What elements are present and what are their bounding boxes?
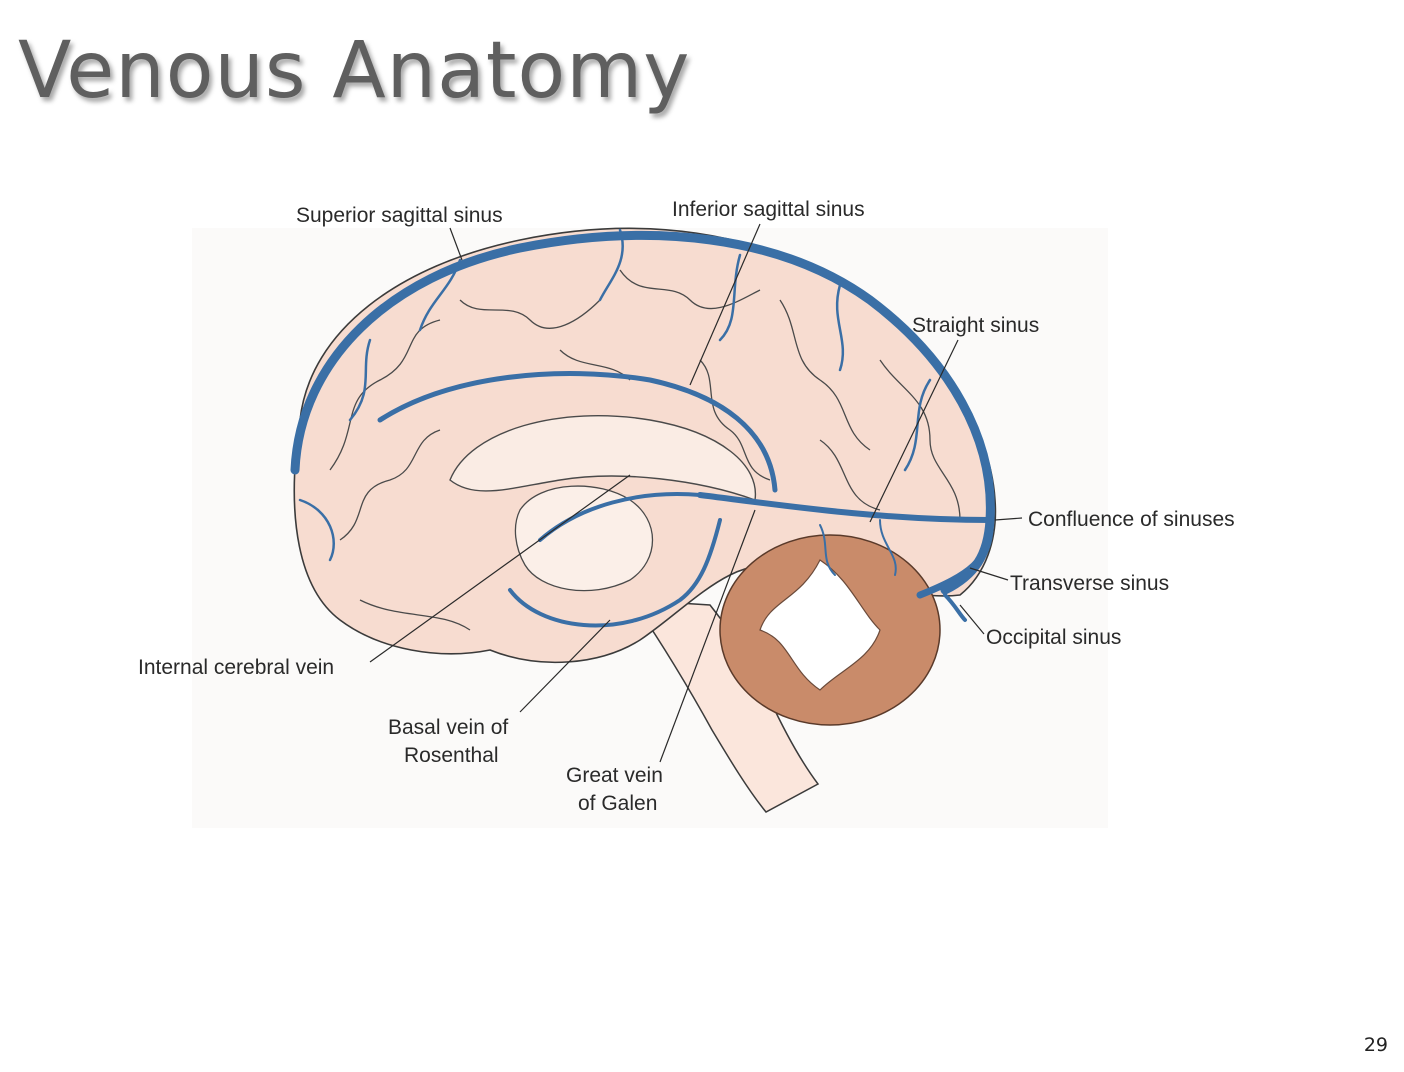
transverse-sinus-vessel [916,521,994,599]
label-great-vein-line2: of Galen [578,792,657,815]
label-transverse-sinus: Transverse sinus [1010,572,1169,595]
slide-title: Venous Anatomy [18,26,691,116]
gyri-folds [329,269,961,631]
label-confluence-of-sinuses: Confluence of sinuses [1028,508,1235,531]
thalamus [514,485,653,592]
label-straight-sinus: Straight sinus [912,314,1039,337]
slide-number: 29 [1363,1034,1388,1056]
label-occipital-sinus: Occipital sinus [986,626,1121,649]
label-internal-cerebral-vein: Internal cerebral vein [138,656,334,679]
arbor-vitae [759,559,881,691]
venous-sinuses [290,228,995,628]
label-basal-vein-line2: Rosenthal [404,744,499,767]
label-inferior-sagittal-sinus: Inferior sagittal sinus [672,198,865,221]
leader-lines [369,223,1023,763]
label-basal-vein-line1: Basal vein of [388,716,508,739]
corpus-callosum [449,414,757,501]
inferior-sagittal-sinus-vessel [377,371,778,493]
straight-sinus-vessel [697,492,993,523]
occipital-sinus-vessel [943,593,967,622]
label-great-vein-line1: Great vein [566,764,663,787]
basal-vein-vessel [508,518,722,628]
label-superior-sagittal-sinus: Superior sagittal sinus [296,204,503,227]
